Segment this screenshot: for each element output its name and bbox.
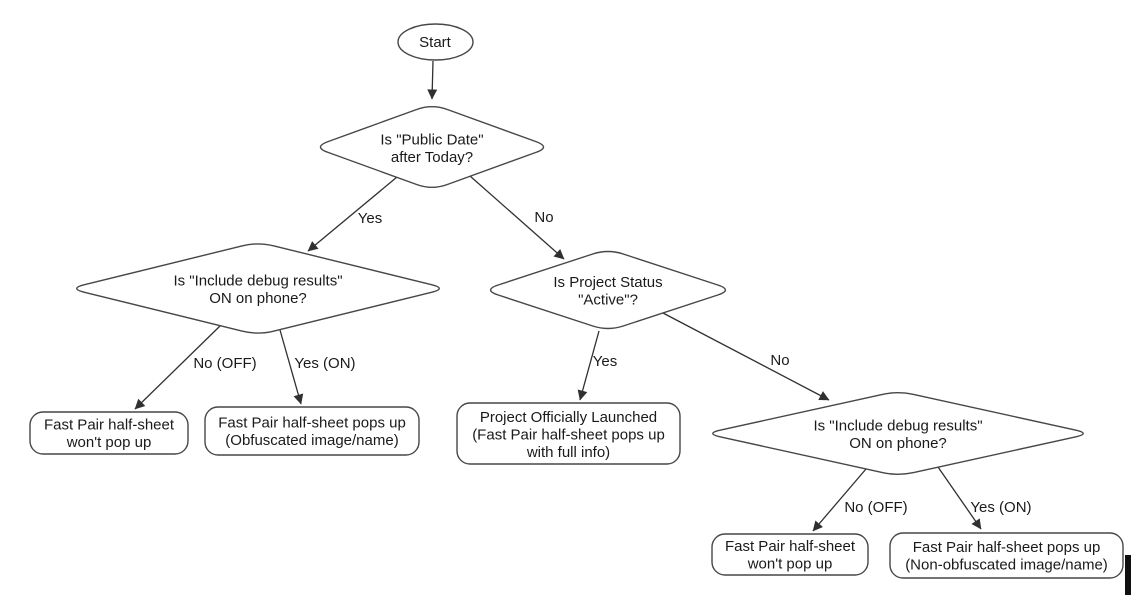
edge-label-project-status-no: No <box>770 352 789 369</box>
edge-label-debug-left-no-off: No (OFF) <box>193 355 256 372</box>
launched-box <box>456 402 681 465</box>
launched-line-3: with full info) <box>526 444 610 461</box>
edge-start-to-public-date <box>427 60 438 100</box>
edge-label-debug-left-yes-on: Yes (ON) <box>294 355 355 372</box>
edge-project-status-no <box>662 312 830 401</box>
text-cursor <box>1125 555 1131 595</box>
non-obfuscated-line-1: Fast Pair half-sheet pops up <box>913 539 1101 556</box>
node-decision-public-date: Is "Public Date" after Today? <box>319 106 545 188</box>
public-date-line-2: after Today? <box>391 149 473 166</box>
connector-label-group: Yes No No (OFF) Yes (ON) Yes No No (OFF)… <box>193 209 1031 516</box>
node-decision-debug-left: Is "Include debug results" ON on phone? <box>76 243 440 334</box>
debug-right-line-1: Is "Include debug results" <box>813 418 982 435</box>
no-popup-right-line-1: Fast Pair half-sheet <box>725 538 856 555</box>
node-result-obfuscated: Fast Pair half-sheet pops up (Obfuscated… <box>204 406 420 456</box>
edge-label-public-date-yes: Yes <box>358 210 382 227</box>
public-date-diamond <box>319 106 545 188</box>
edge-project-status-yes <box>577 330 600 401</box>
debug-right-line-2: ON on phone? <box>849 435 947 452</box>
edge-label-public-date-no: No <box>534 209 553 226</box>
non-obfuscated-box <box>889 532 1124 579</box>
obfuscated-line-1: Fast Pair half-sheet pops up <box>218 415 406 432</box>
edge-debug-left-yes-on <box>279 329 304 405</box>
debug-left-line-1: Is "Include debug results" <box>173 273 342 290</box>
debug-left-line-2: ON on phone? <box>209 290 307 307</box>
public-date-line-1: Is "Public Date" <box>380 132 483 149</box>
no-popup-left-box <box>29 411 189 455</box>
debug-left-diamond <box>76 243 440 334</box>
edge-debug-right-yes-on <box>937 466 982 530</box>
edge-label-project-status-yes: Yes <box>593 353 617 370</box>
no-popup-right-box <box>711 533 869 576</box>
project-status-line-1: Is Project Status <box>553 274 662 291</box>
edge-label-debug-right-yes-on: Yes (ON) <box>970 499 1031 516</box>
node-result-no-popup-right: Fast Pair half-sheet won't pop up <box>711 533 869 576</box>
edge-debug-left-no-off <box>134 325 221 410</box>
launched-line-2: (Fast Pair half-sheet pops up <box>472 427 665 444</box>
start-ellipse <box>397 23 474 61</box>
debug-right-diamond <box>712 392 1084 475</box>
launched-line-1: Project Officially Launched <box>480 409 657 426</box>
no-popup-right-line-2: won't pop up <box>747 556 833 573</box>
edge-debug-right-no-off <box>812 468 867 532</box>
no-popup-left-line-2: won't pop up <box>66 434 152 451</box>
node-decision-debug-right: Is "Include debug results" ON on phone? <box>712 392 1084 475</box>
edge-public-date-no <box>469 175 565 260</box>
project-status-diamond <box>489 250 727 330</box>
obfuscated-box <box>204 406 420 456</box>
node-start: Start <box>397 23 474 61</box>
node-result-non-obfuscated: Fast Pair half-sheet pops up (Non-obfusc… <box>889 532 1124 579</box>
project-status-line-2: "Active"? <box>578 292 638 309</box>
obfuscated-line-2: (Obfuscated image/name) <box>225 432 398 449</box>
node-result-launched: Project Officially Launched (Fast Pair h… <box>456 402 681 465</box>
node-result-no-popup-left: Fast Pair half-sheet won't pop up <box>29 411 189 455</box>
edge-public-date-yes <box>307 176 398 252</box>
connector-group <box>134 60 982 532</box>
no-popup-left-line-1: Fast Pair half-sheet <box>44 417 175 434</box>
non-obfuscated-line-2: (Non-obfuscated image/name) <box>905 557 1108 574</box>
node-decision-project-status: Is Project Status "Active"? <box>489 250 727 330</box>
start-label: Start <box>419 34 452 51</box>
edge-label-debug-right-no-off: No (OFF) <box>844 499 907 516</box>
